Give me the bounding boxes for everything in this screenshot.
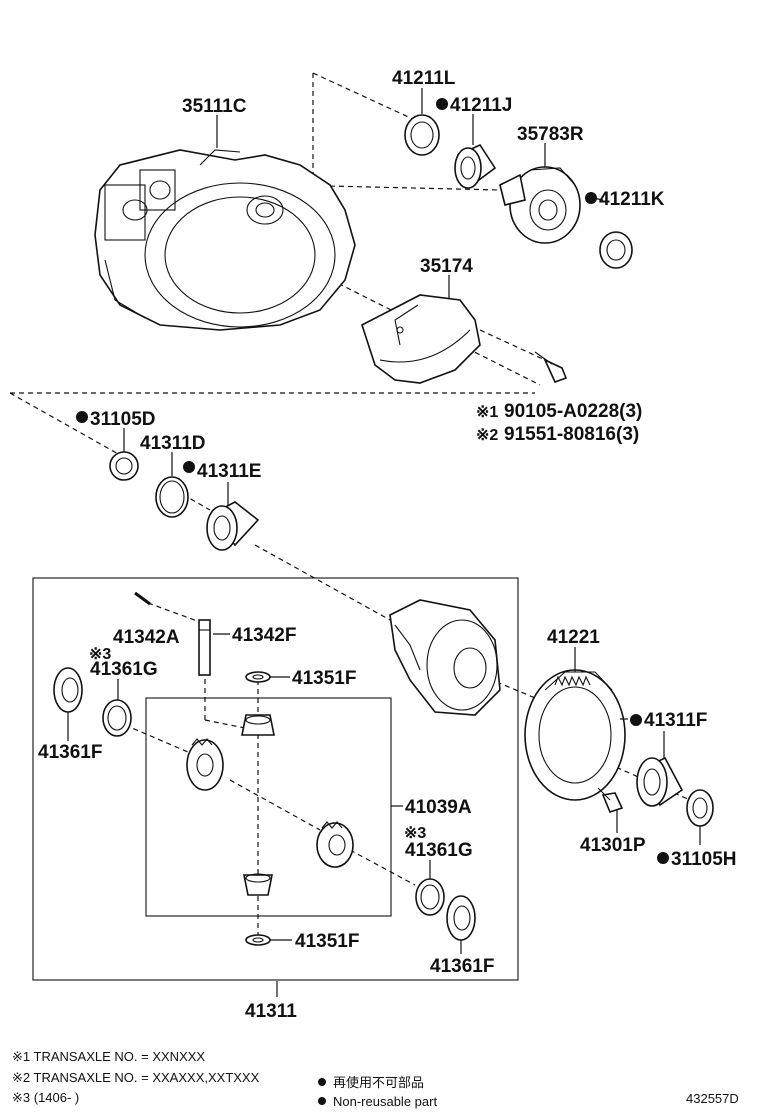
footnote-1: ※1 TRANSAXLE NO. = XXNXXX — [12, 1049, 205, 1064]
pinion-bottom — [243, 873, 273, 896]
legend-dot-en — [318, 1097, 326, 1105]
label-41311F: 41311F — [644, 710, 707, 731]
label-41361F-left: 41361F — [38, 742, 102, 763]
ref1-part: 90105-A0228(3) — [504, 401, 642, 422]
legend-dot-jp — [318, 1078, 326, 1086]
pin-41342A — [134, 591, 151, 606]
washer-41361F-bottom — [446, 895, 476, 941]
oil-seal-31105H — [686, 789, 714, 827]
label-41351F-bottom: 41351F — [295, 931, 359, 952]
legend-nonreusable-jp: 再使用不可部品 — [333, 1075, 424, 1090]
washer-41351F-bottom — [245, 934, 271, 946]
label-41211L: 41211L — [392, 68, 456, 89]
nonreusable-dot-31105D — [76, 411, 88, 423]
label-41342F: 41342F — [232, 625, 296, 646]
diagram-id: 432557D — [686, 1091, 739, 1106]
ref3-mark-bottom: ※3 — [404, 825, 426, 842]
label-41039A: 41039A — [405, 797, 472, 818]
label-35111C: 35111C — [182, 96, 247, 117]
gear-kit-box-41039A — [145, 697, 392, 917]
ref2-mark: ※2 — [476, 427, 498, 444]
label-41211K: 41211K — [599, 189, 665, 210]
side-gear-right — [316, 821, 354, 868]
seal-41211L — [404, 114, 440, 156]
bearing-41311E — [206, 501, 260, 551]
label-35174: 35174 — [420, 256, 473, 277]
nonreusable-dot-41211K — [585, 192, 597, 204]
bolt-90105 — [534, 351, 568, 384]
bearing-41211K — [599, 231, 633, 269]
label-35783R: 35783R — [517, 124, 584, 145]
bearing-41211J — [454, 143, 497, 189]
label-41351F-top: 41351F — [292, 668, 356, 689]
label-41311: 41311 — [245, 1001, 297, 1022]
transaxle-case-35111C — [94, 149, 356, 331]
oil-deflector-35174 — [361, 294, 481, 384]
label-41221: 41221 — [547, 627, 600, 648]
label-41342A: 41342A — [113, 627, 180, 648]
legend-nonreusable-en: Non-reusable part — [333, 1094, 437, 1109]
label-41311E: 41311E — [197, 461, 261, 482]
pinion-top — [241, 714, 275, 736]
footnote-2: ※2 TRANSAXLE NO. = XXAXXX,XXTXXX — [12, 1070, 260, 1085]
ref3-mark-top: ※3 — [89, 646, 111, 663]
shim-41311D — [155, 476, 189, 518]
shaft-41342F — [198, 619, 211, 676]
differential-case — [389, 599, 501, 716]
footnote-3: ※3 (1406- ) — [12, 1090, 79, 1105]
label-31105D: 31105D — [90, 409, 156, 430]
kit-box-41311 — [32, 577, 519, 981]
gear-35783R — [499, 166, 581, 244]
label-41211J: 41211J — [450, 95, 512, 116]
label-41311D: 41311D — [140, 433, 206, 454]
leader-lines — [67, 88, 701, 997]
nonreusable-dot-41311F — [630, 714, 642, 726]
label-31105H: 31105H — [671, 849, 737, 870]
oil-seal-31105D — [109, 451, 139, 481]
washer-41351F-top — [245, 671, 271, 683]
nonreusable-dots — [76, 98, 669, 864]
ring-gear-41221 — [524, 669, 626, 801]
bolt-41301P — [597, 787, 624, 813]
nonreusable-dot-41211J — [436, 98, 448, 110]
bearing-41311F — [636, 756, 684, 807]
washer-41361G-top — [102, 699, 132, 737]
washer-41361G-bottom — [415, 878, 445, 916]
side-gear-left — [186, 738, 224, 791]
washer-41361F-left — [53, 667, 83, 713]
nonreusable-dot-31105H — [657, 852, 669, 864]
ref1-mark: ※1 — [476, 404, 498, 421]
ref2-part: 91551-80816(3) — [504, 424, 639, 445]
label-41361G-bottom: 41361G — [405, 840, 473, 861]
nonreusable-dot-41311E — [183, 461, 195, 473]
label-41361F-bottom: 41361F — [430, 956, 494, 977]
label-41361G-top: 41361G — [90, 659, 158, 680]
label-41301P: 41301P — [580, 835, 646, 856]
